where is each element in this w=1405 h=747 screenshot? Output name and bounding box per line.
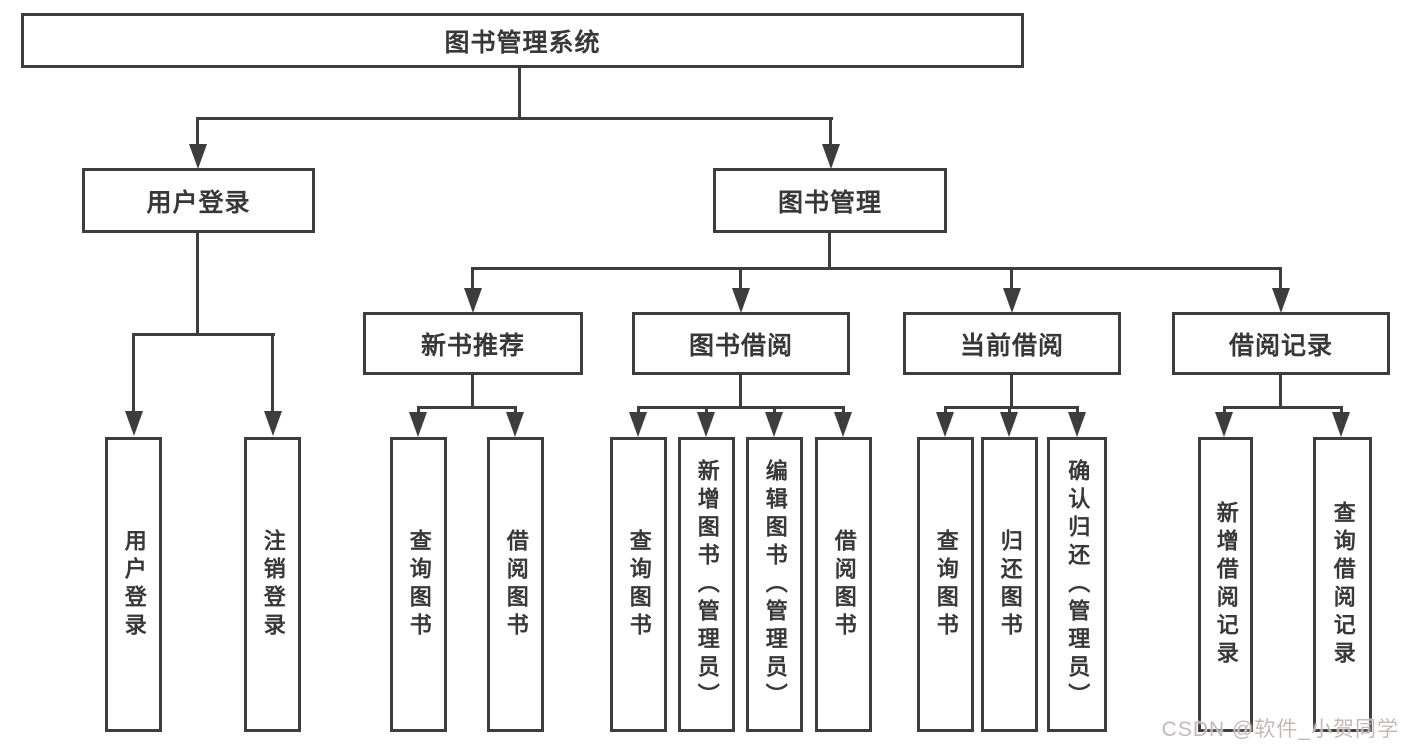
leaf-query-books-borrowing: 查询图书 — [610, 437, 667, 732]
connector-line — [1223, 406, 1226, 416]
leaf-return-books: 归还图书 — [981, 437, 1038, 732]
arrowhead-down-icon — [1000, 412, 1018, 437]
connector-line — [944, 406, 947, 416]
csdn-watermark: CSDN @软件_小贺同学 — [1161, 718, 1399, 741]
leaf-label: 查询图书 — [626, 528, 652, 641]
connector-line — [1010, 267, 1013, 290]
connector-line — [518, 68, 521, 120]
leaf-user-login: 用户登录 — [105, 437, 162, 732]
arrowhead-down-icon — [264, 411, 282, 436]
connector-line — [132, 333, 135, 413]
leaf-label: 查询图书 — [933, 528, 959, 641]
connector-line — [637, 406, 640, 416]
arrowhead-down-icon — [629, 412, 647, 437]
leaf-label: 注销登录 — [260, 528, 286, 641]
leaf-label: 新增借阅记录 — [1213, 500, 1239, 669]
leaf-label: 查询借阅记录 — [1330, 500, 1356, 669]
leaf-borrow-books: 借阅图书 — [815, 437, 872, 732]
leaf-logout: 注销登录 — [244, 437, 301, 732]
leaf-borrow-books-recommendation: 借阅图书 — [487, 437, 544, 732]
arrowhead-down-icon — [125, 411, 143, 436]
leaf-add-borrowing-record: 新增借阅记录 — [1198, 437, 1253, 732]
arrowhead-down-icon — [1332, 412, 1350, 437]
arrowhead-down-icon — [765, 412, 783, 437]
arrowhead-down-icon — [464, 288, 482, 313]
node-library-management-system: 图书管理系统 — [21, 13, 1024, 68]
leaf-confirm-return-admin: 确认归还（管理员） — [1047, 437, 1107, 732]
arrowhead-down-icon — [822, 144, 840, 169]
connector-line — [471, 375, 474, 408]
connector-line — [1223, 406, 1343, 409]
connector-line — [196, 117, 199, 147]
connector-line — [1008, 406, 1011, 416]
arrowhead-down-icon — [1215, 412, 1233, 437]
leaf-label: 借阅图书 — [503, 528, 529, 641]
connector-line — [197, 117, 833, 120]
leaf-add-books-admin: 新增图书（管理员） — [678, 437, 735, 732]
connector-line — [944, 406, 1079, 409]
connector-line — [1279, 267, 1282, 290]
connector-line — [471, 267, 474, 290]
arrowhead-down-icon — [697, 412, 715, 437]
connector-line — [1010, 375, 1013, 408]
connector-line — [773, 406, 776, 416]
connector-line — [739, 267, 742, 290]
leaf-label: 确认归还（管理员） — [1065, 458, 1091, 711]
leaf-query-books-recommendation: 查询图书 — [390, 437, 447, 732]
connector-line — [739, 375, 742, 408]
node-new-book-recommendation: 新书推荐 — [363, 312, 583, 375]
connector-line — [133, 333, 275, 336]
node-label: 图书管理系统 — [444, 28, 601, 57]
leaf-label: 查询图书 — [406, 528, 432, 641]
node-user-login: 用户登录 — [82, 168, 315, 233]
node-label: 用户登录 — [146, 188, 251, 217]
arrowhead-down-icon — [732, 288, 750, 313]
arrowhead-down-icon — [1068, 412, 1086, 437]
node-borrowing-records: 借阅记录 — [1172, 312, 1390, 375]
leaf-label: 归还图书 — [997, 528, 1023, 641]
node-label: 借阅记录 — [1228, 331, 1333, 360]
node-label: 新书推荐 — [420, 331, 525, 360]
leaf-label: 借阅图书 — [831, 528, 857, 641]
connector-line — [417, 406, 517, 409]
connector-line — [705, 406, 708, 416]
connector-line — [842, 406, 845, 416]
connector-line — [1340, 406, 1343, 416]
node-label: 图书借阅 — [688, 331, 793, 360]
connector-line — [514, 406, 517, 416]
node-label: 当前借阅 — [959, 331, 1064, 360]
arrowhead-down-icon — [409, 412, 427, 437]
leaf-query-borrowing-record: 查询借阅记录 — [1313, 437, 1372, 732]
leaf-label: 用户登录 — [121, 528, 147, 641]
node-book-borrowing: 图书借阅 — [632, 312, 850, 375]
leaf-edit-books-admin: 编辑图书（管理员） — [746, 437, 803, 732]
leaf-query-books-current: 查询图书 — [917, 437, 974, 732]
arrowhead-down-icon — [1003, 288, 1021, 313]
arrowhead-down-icon — [189, 144, 207, 169]
leaf-label: 编辑图书（管理员） — [762, 458, 788, 711]
node-label: 图书管理 — [777, 188, 882, 217]
connector-line — [271, 333, 274, 413]
leaf-label: 新增图书（管理员） — [694, 458, 720, 711]
connector-line — [472, 267, 1282, 270]
arrowhead-down-icon — [1272, 288, 1290, 313]
connector-line — [1076, 406, 1079, 416]
connector-line — [417, 406, 420, 416]
node-book-management: 图书管理 — [713, 168, 947, 233]
connector-line — [637, 406, 845, 409]
node-current-borrowing: 当前借阅 — [903, 312, 1121, 375]
connector-line — [829, 117, 832, 147]
connector-line — [828, 232, 831, 270]
arrowhead-down-icon — [506, 412, 524, 437]
connector-line — [1279, 375, 1282, 408]
arrowhead-down-icon — [936, 412, 954, 437]
arrowhead-down-icon — [834, 412, 852, 437]
connector-line — [196, 232, 199, 336]
